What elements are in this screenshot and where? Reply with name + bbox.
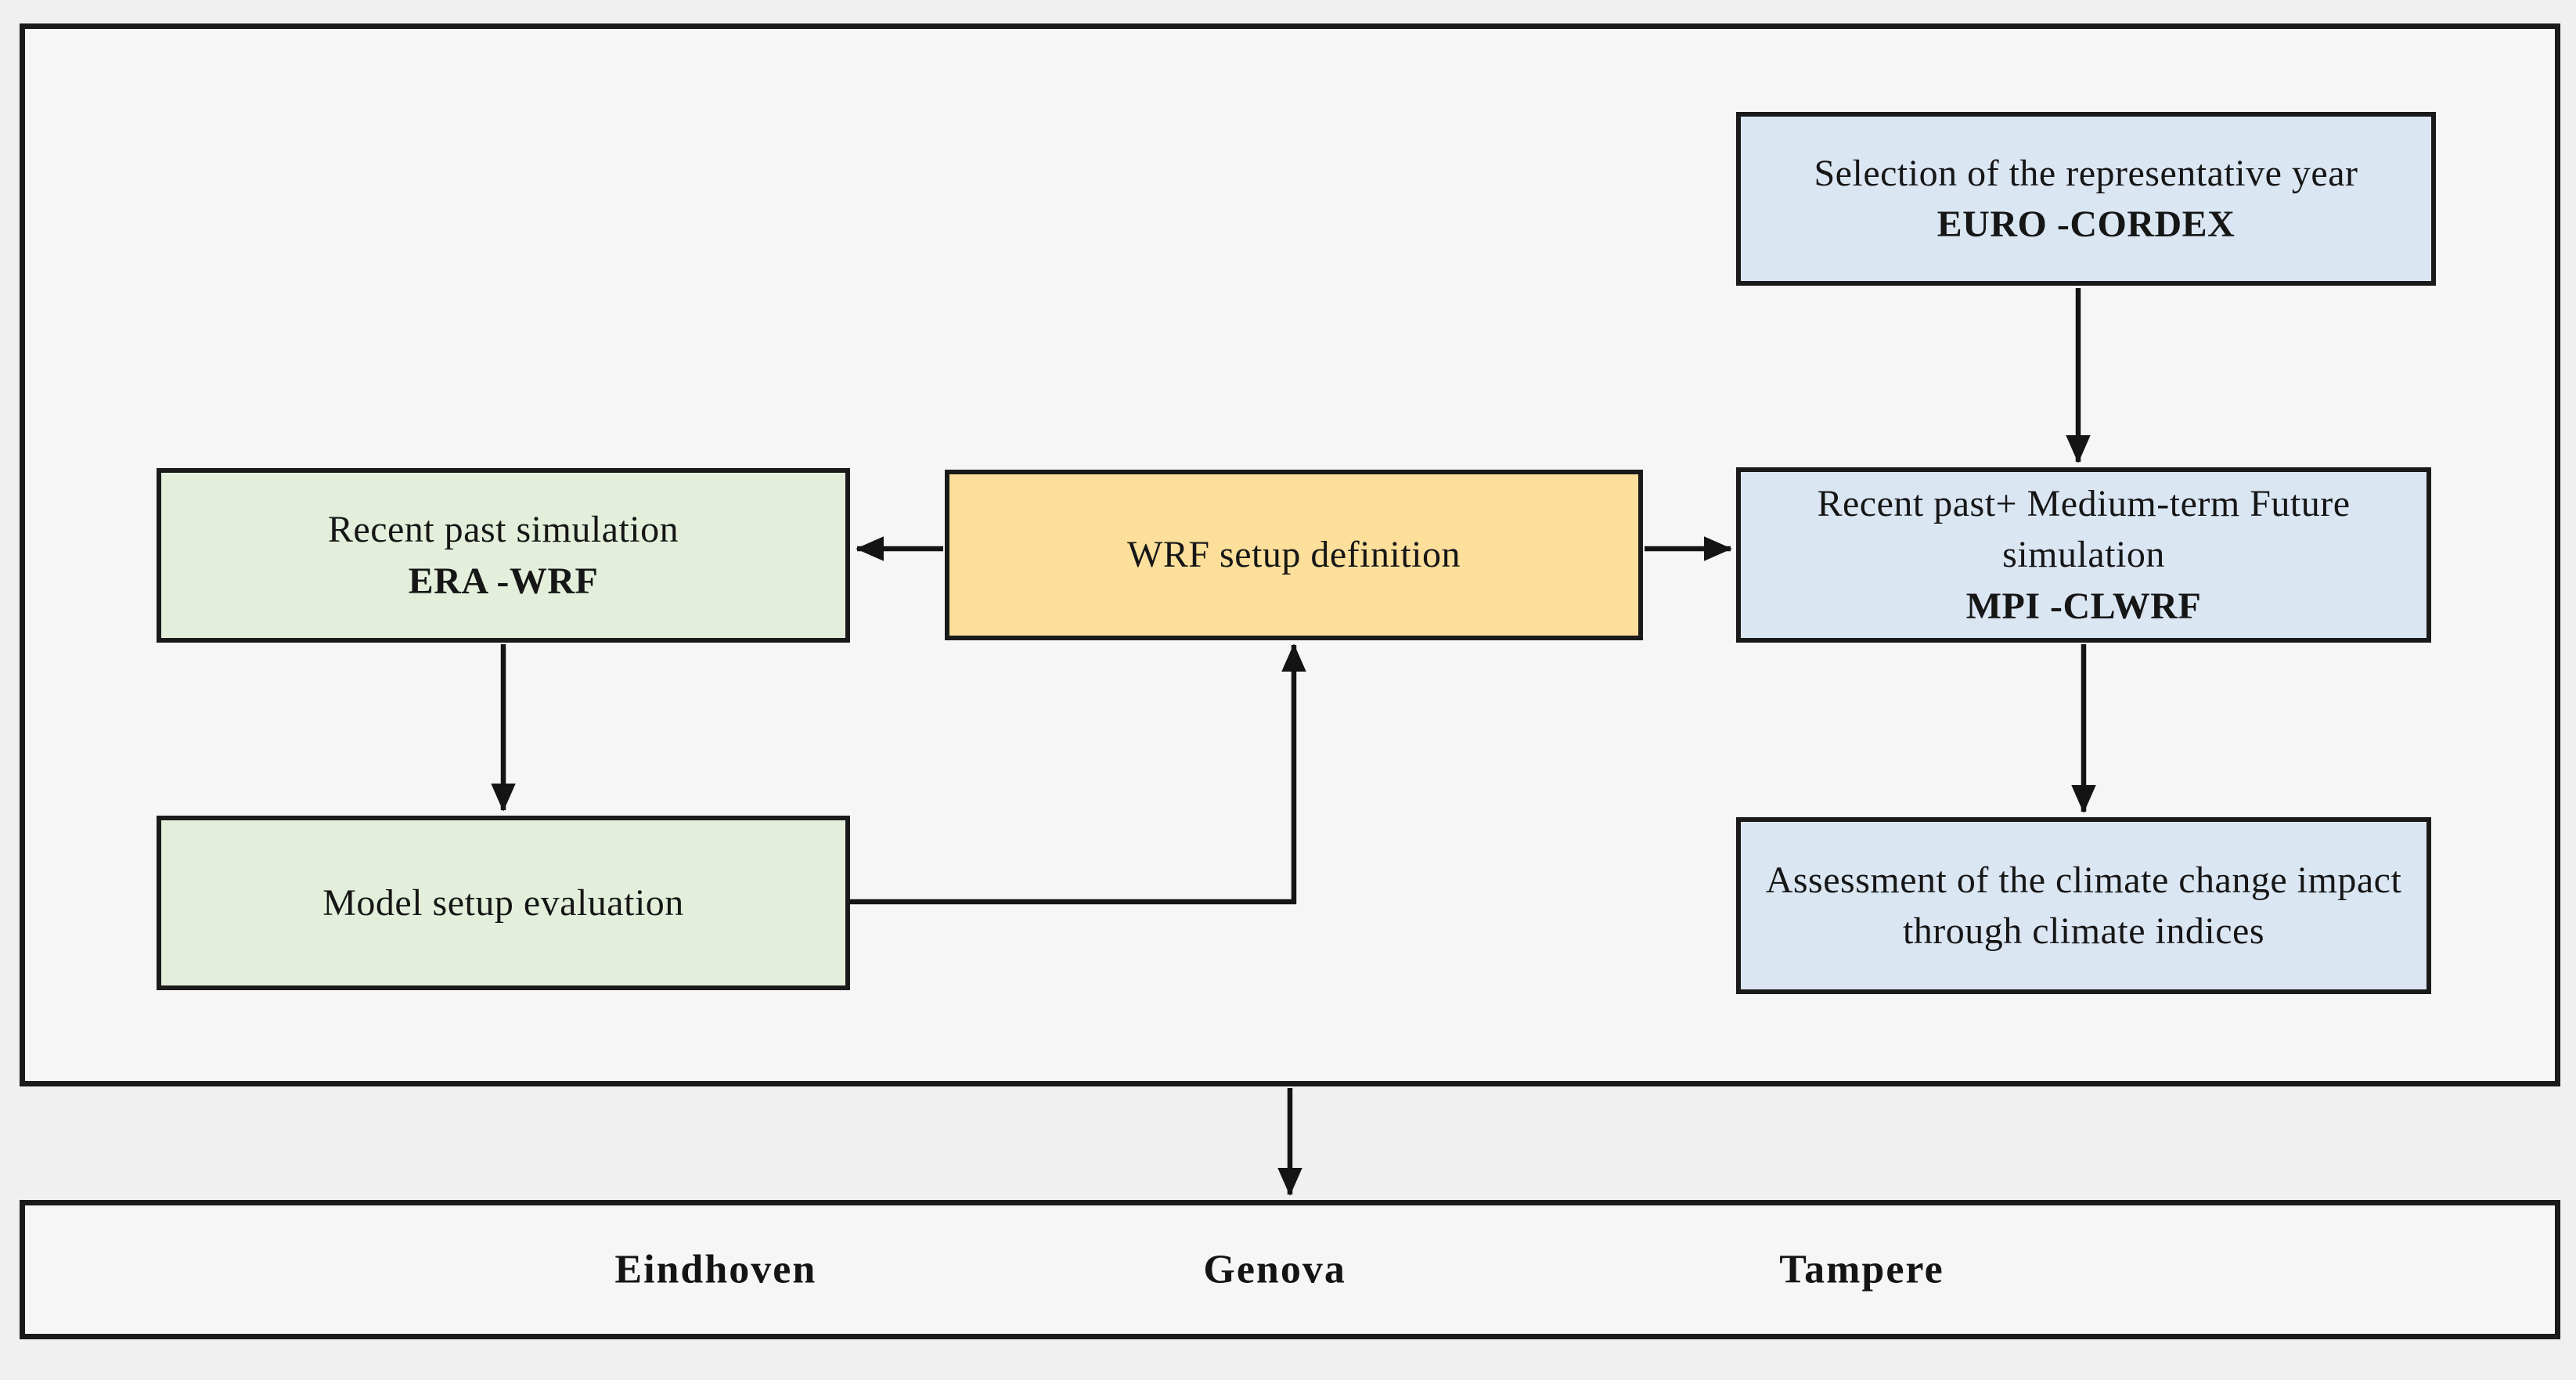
box-selection-representative-year: Selection of the representative year EUR… <box>1736 112 2436 286</box>
box-model-name: EURO -CORDEX <box>1937 204 2236 245</box>
city-label-eindhoven: Eindhoven <box>614 1247 817 1292</box>
box-climate-change-assessment: Assessment of the climate change impact … <box>1736 817 2431 994</box>
box-model-name: MPI -CLWRF <box>1965 585 2202 627</box>
cities-bar: Eindhoven Genova Tampere <box>20 1200 2560 1339</box>
box-future-simulation: Recent past+ Medium-term Future simulati… <box>1736 467 2431 643</box>
box-text: WRF setup definition <box>1127 534 1461 576</box>
box-text: Recent past simulation <box>327 509 679 551</box>
box-model-setup-evaluation: Model setup evaluation <box>157 816 850 990</box>
box-text: Selection of the representative year <box>1814 152 2358 194</box>
box-model-name: ERA -WRF <box>408 560 599 602</box>
city-label-tampere: Tampere <box>1779 1247 1944 1292</box>
box-text: Model setup evaluation <box>322 881 684 924</box>
city-label-genova: Genova <box>1203 1247 1346 1292</box>
box-wrf-setup-definition: WRF setup definition <box>945 470 1643 640</box>
box-text: Recent past+ Medium-term Future simulati… <box>1817 483 2351 576</box>
box-text: Assessment of the climate change impact … <box>1765 859 2402 952</box>
box-recent-past-simulation: Recent past simulation ERA -WRF <box>157 468 850 643</box>
